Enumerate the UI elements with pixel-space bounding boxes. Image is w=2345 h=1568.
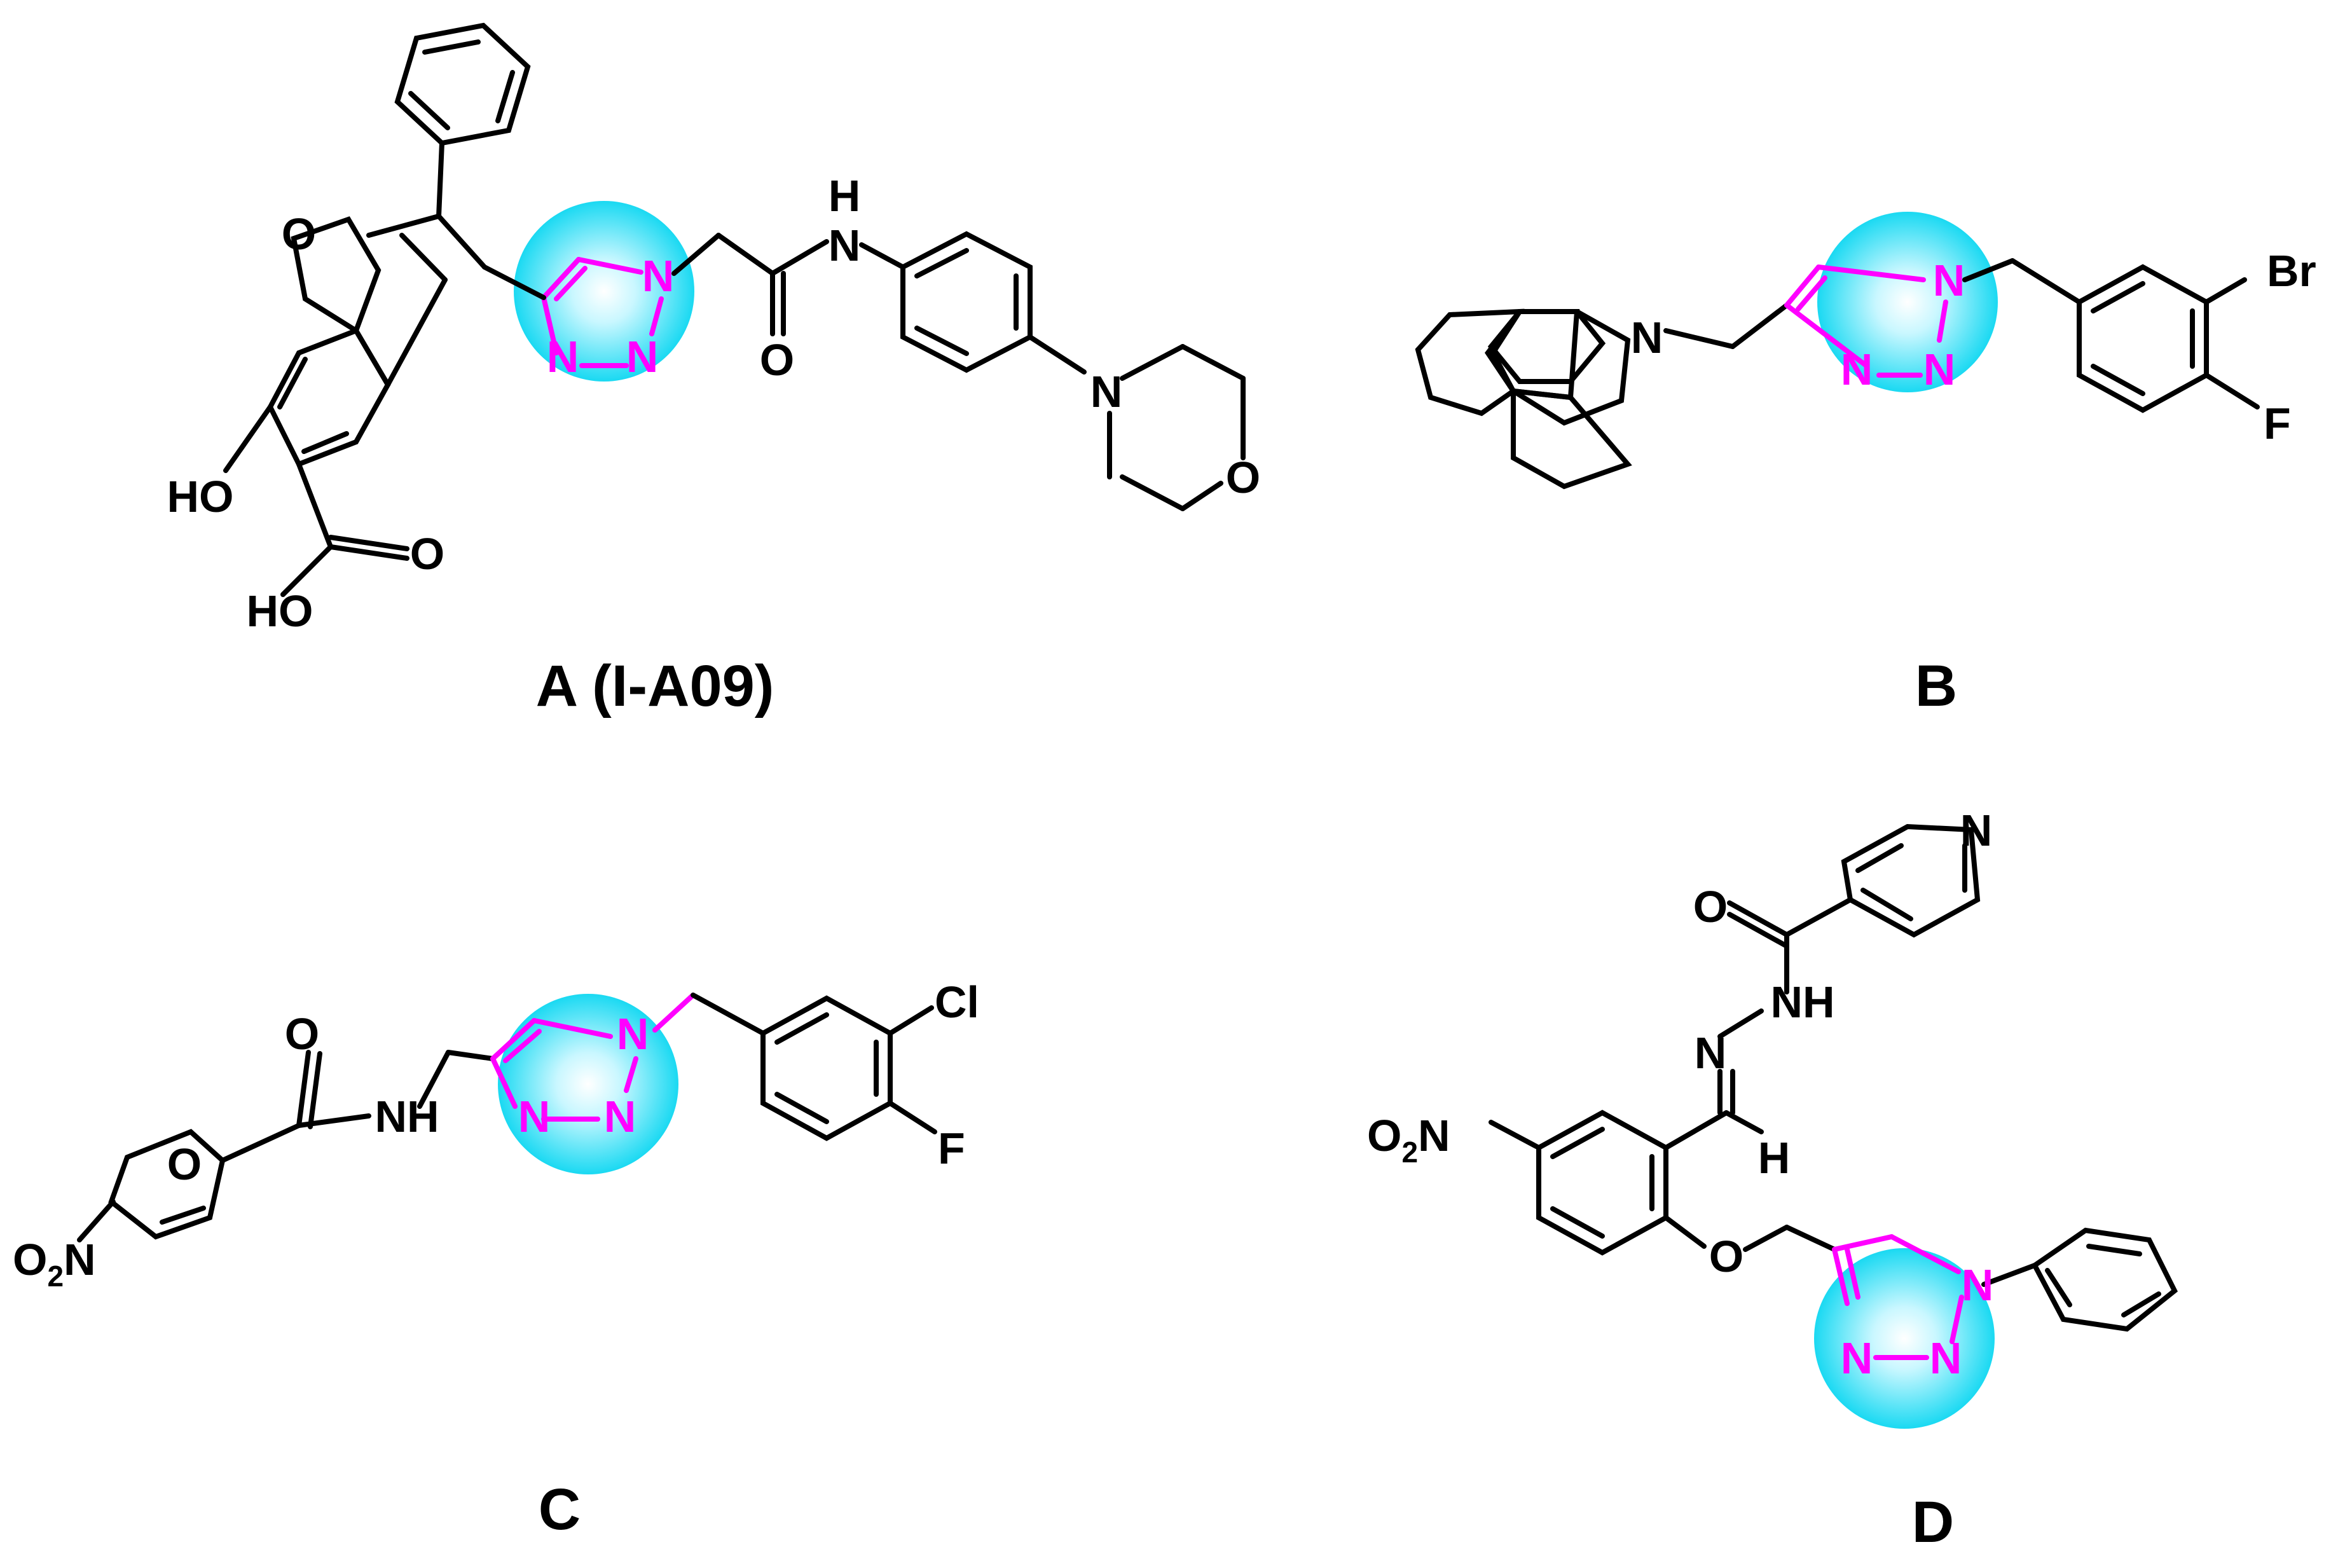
atom-n-pyridine-d: N	[1960, 806, 1993, 855]
atom-n2-triazole-d: N	[1930, 1333, 1962, 1383]
nitro-sub-c: 2	[47, 1260, 64, 1293]
atom-n3-triazole-c: N	[518, 1092, 551, 1141]
atom-n2-triazole-a: N	[626, 332, 659, 382]
pyridine-ring-d	[1784, 823, 1981, 938]
atom-n2-triazole-b: N	[1923, 345, 1956, 394]
structure-d: N O NH N H O N N N O2N D	[1367, 806, 2178, 1555]
atom-o-morpholine-a: O	[1226, 453, 1260, 502]
atom-o-furan-c: O	[167, 1139, 202, 1189]
atom-f-c: F	[938, 1124, 965, 1173]
atom-n3-triazole-d: N	[1841, 1333, 1873, 1383]
morpholine-a	[1107, 344, 1246, 511]
triazole-highlight-c	[498, 994, 678, 1174]
atom-o-ether-d: O	[1709, 1232, 1743, 1281]
atom-br-b: Br	[2267, 246, 2316, 296]
atom-o-amide-c: O	[285, 1009, 319, 1059]
atom-n-imine-d: N	[1695, 1028, 1727, 1078]
atom-n-carbazole-b: N	[1631, 313, 1663, 362]
atom-o-amide-a: O	[760, 335, 794, 385]
triazole-ring-a	[541, 257, 664, 368]
benzofuran-a	[267, 214, 487, 468]
label-d: D	[1912, 1490, 1954, 1555]
label-c: C	[539, 1477, 581, 1542]
atom-f-b: F	[2264, 399, 2291, 448]
triazole-highlight-a	[514, 201, 694, 382]
atom-n-morpholine-a: N	[1090, 367, 1123, 416]
halophenyl-ring-c	[760, 995, 937, 1141]
atom-ho-acid-a: HO	[247, 586, 313, 636]
triazole-ring-c	[490, 993, 696, 1122]
atom-nh-hydrazide-d: NH	[1770, 977, 1834, 1027]
atom-n2-triazole-c: N	[604, 1092, 636, 1141]
nitro-o-d: O	[1367, 1111, 1401, 1160]
phenyl-ring-a	[394, 22, 531, 219]
atom-n-amide-a: N	[829, 221, 861, 270]
atom-h-amide-a: H	[829, 171, 861, 221]
nitro-group-d: O2N	[1367, 1111, 1450, 1169]
phenyl-ring-d	[2031, 1227, 2178, 1332]
atom-o-amide-d: O	[1693, 882, 1728, 932]
nitro-group-c: O2N	[13, 1235, 96, 1293]
nitro-n-c: N	[64, 1235, 96, 1284]
atom-n1-triazole-c: N	[617, 1009, 649, 1059]
structure-b: N N N N Br F B	[1415, 212, 2316, 719]
atom-n1-triazole-d: N	[1962, 1260, 1994, 1310]
atom-o-furan-a: O	[282, 209, 316, 259]
atom-nh-c: NH	[375, 1092, 439, 1141]
structure-c: O O NH N N N Cl F O2N C	[13, 977, 979, 1542]
nitrofuran-c	[77, 1050, 371, 1242]
atom-ho-a: HO	[167, 472, 234, 521]
halophenyl-ring-b	[2077, 264, 2260, 413]
triazole-highlight-b	[1817, 212, 1998, 392]
atom-n1-triazole-a: N	[642, 251, 675, 301]
nitro-o-c: O	[13, 1235, 47, 1284]
carbazole-b	[1415, 308, 1632, 490]
structure-a: O HO HO O N N N O H N N O A (I-A09)	[167, 22, 1260, 719]
triazole-ring-d	[1832, 1234, 1964, 1360]
nitro-sub-d: 2	[1401, 1136, 1418, 1169]
atom-h-imine-d: H	[1758, 1133, 1791, 1183]
label-b: B	[1915, 654, 1957, 719]
atom-o-acid-a: O	[410, 529, 444, 579]
anilide-ring-a	[859, 231, 1087, 375]
atom-n3-triazole-a: N	[547, 332, 579, 382]
nitro-n-d: N	[1418, 1111, 1450, 1160]
atom-cl-c: Cl	[935, 977, 979, 1027]
label-a: A (I-A09)	[536, 654, 774, 719]
triazole-ring-b	[1784, 265, 1948, 378]
atom-n3-triazole-b: N	[1841, 345, 1873, 394]
atom-n1-triazole-b: N	[1933, 256, 1965, 305]
nitrophenyl-ring-d	[1489, 1110, 1707, 1256]
